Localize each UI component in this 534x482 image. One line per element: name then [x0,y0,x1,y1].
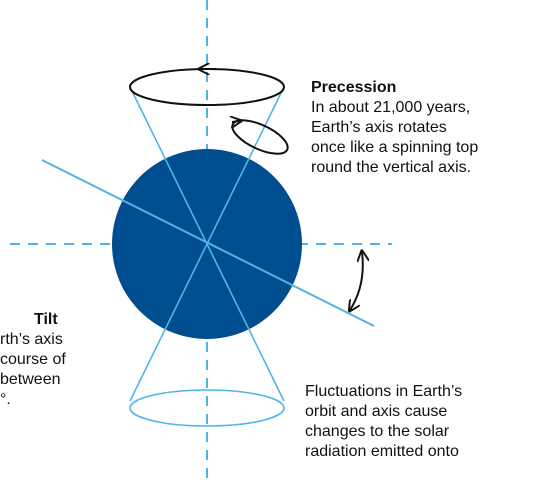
fluctuations-line: orbit and axis cause [305,403,448,420]
fluctuations-label: Fluctuations in Earth’s orbit and axis c… [305,382,462,462]
tilt-line: °. [0,391,11,408]
spin-indicator [228,113,289,155]
precession-cones [129,68,285,427]
fluctuations-line: radiation emitted onto [305,443,459,460]
tilted-earth-axis [41,159,375,327]
bottom-cone-ellipse [129,389,285,427]
precession-line: round the vertical axis. [311,159,472,176]
precession-line: once like a spinning top [311,139,479,156]
tilt-line: between [0,371,61,388]
tilt-label: Tilt rth’s axis course of between °. [0,310,112,410]
fluctuations-line: changes to the solar [305,423,450,440]
fluctuations-line: Fluctuations in Earth’s [305,383,463,400]
precession-label: Precession In about 21,000 years, Earth’… [311,78,478,178]
tilt-angle-arrow [350,252,363,310]
precession-line: Earth’s axis rotates [311,119,447,136]
tilt-line: rth’s axis [0,331,63,348]
tilt-line: course of [0,351,66,368]
tilt-title: Tilt [34,311,58,328]
precession-line: In about 21,000 years, [311,99,471,116]
precession-title: Precession [311,79,397,96]
